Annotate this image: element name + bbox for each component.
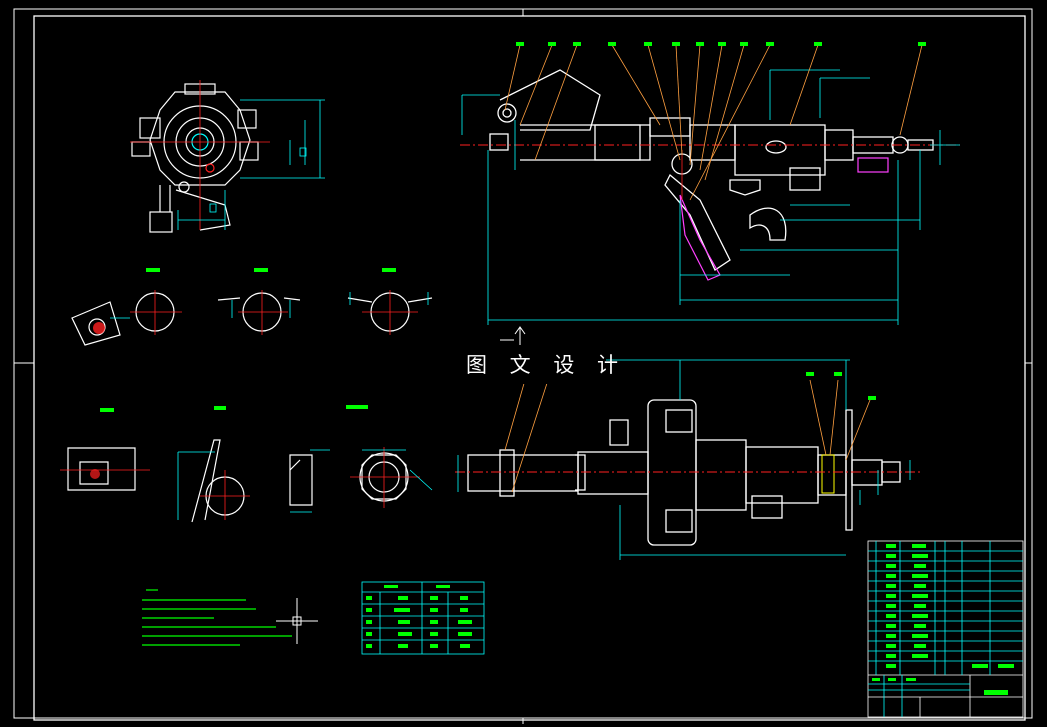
title-block [867,540,1024,718]
main-assembly-top [460,42,960,325]
technical-notes [142,589,292,646]
title-block-entries [872,544,1014,695]
section-views-row1 [71,268,433,346]
crosshair-cursor [276,598,318,644]
end-view-dimensions [130,80,325,230]
main-assembly-bottom [455,359,920,560]
watermark-text: 图 文 设 计 [466,350,618,384]
sheet-border [13,8,1033,724]
end-view-drawing [131,83,259,233]
section-views-row2 [60,405,433,523]
parameter-table [361,581,485,655]
center-arrow-marker [500,326,526,345]
parameter-table-entries [366,585,472,648]
